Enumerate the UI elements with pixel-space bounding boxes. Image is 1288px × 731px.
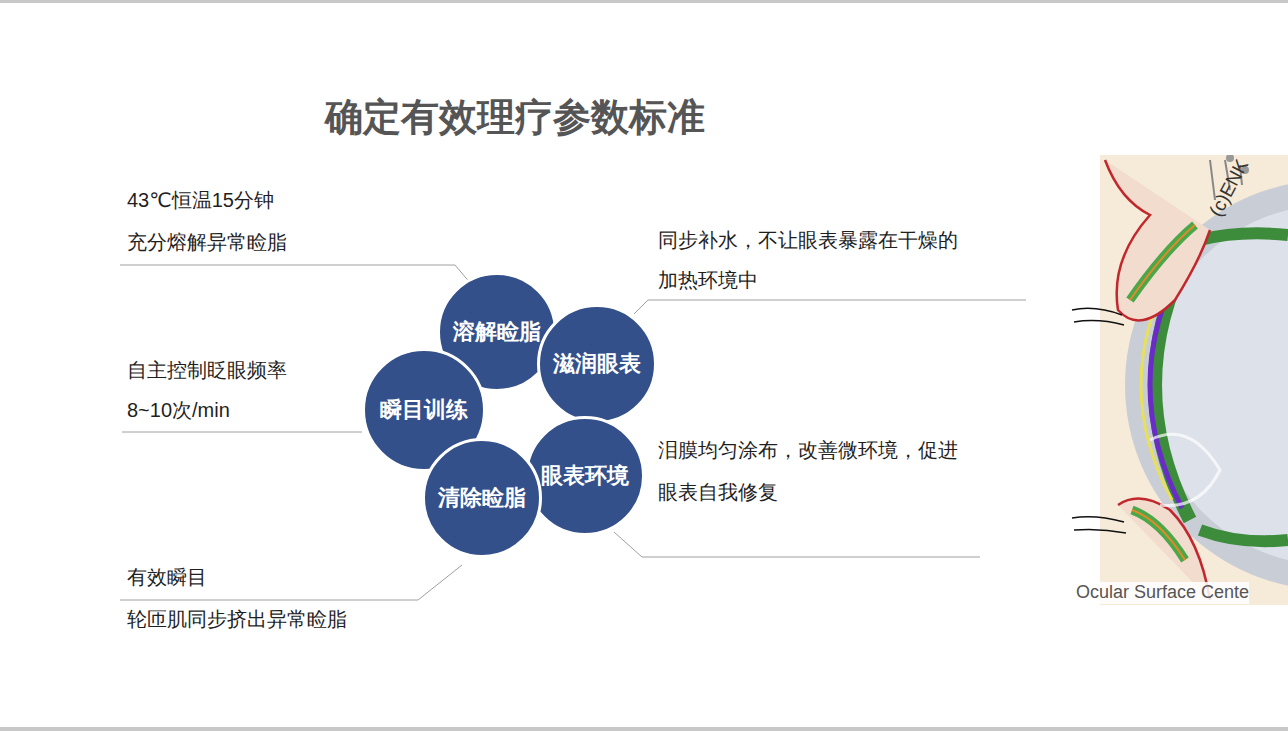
leader-line [120, 265, 472, 285]
leader-line [120, 565, 462, 600]
circle-label: 滋润眼表 [553, 349, 641, 379]
leader-line [634, 300, 1026, 314]
callout-text: 充分熔解异常睑脂 [127, 230, 287, 254]
callout-text: 泪膜均匀涂布，改善微环境，促进 [658, 438, 958, 462]
topic-circle: 眼表环境 [525, 416, 645, 536]
leader-line [614, 532, 980, 557]
callout-text: 加热环境中 [658, 268, 758, 292]
leader-lines [120, 265, 1026, 600]
callout-text: 有效瞬目 [127, 565, 207, 589]
topic-circle: 滋润眼表 [537, 304, 657, 424]
callout-text: 自主控制眨眼频率 [127, 358, 287, 382]
circle-label: 清除睑脂 [438, 483, 526, 513]
circle-label: 溶解睑脂 [453, 317, 541, 347]
callout-text: 同步补水，不让眼表暴露在干燥的 [658, 228, 958, 252]
callout-text: 8~10次/min [127, 398, 230, 422]
eye-illustration [1072, 154, 1288, 605]
circle-label: 瞬目训练 [380, 395, 468, 425]
leader-line [122, 432, 362, 433]
circle-shape [527, 418, 644, 535]
top-bar [0, 0, 1288, 3]
circle-label: 眼表环境 [541, 461, 629, 491]
topic-circle: 清除睑脂 [422, 438, 542, 558]
callout-text: 43℃恒温15分钟 [127, 188, 274, 212]
slide-title: 确定有效理疗参数标准 [325, 92, 705, 143]
image-credit: Ocular Surface Cente [1076, 582, 1249, 604]
circle-shape [424, 440, 541, 557]
callout-text: 轮匝肌同步挤出异常睑脂 [127, 607, 347, 631]
circle-shape [539, 306, 656, 423]
bottom-bar [0, 727, 1288, 731]
callout-text: 眼表自我修复 [658, 480, 778, 504]
